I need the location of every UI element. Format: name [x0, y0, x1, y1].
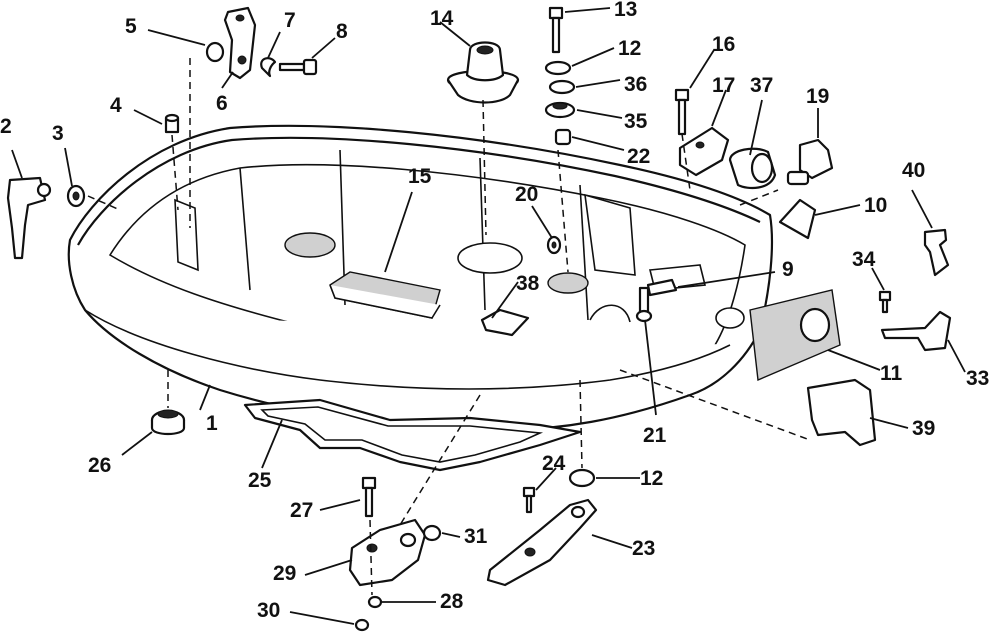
- bracket-23: [486, 498, 598, 587]
- lever-2: [6, 176, 52, 260]
- callout-28: 28: [440, 590, 464, 613]
- engine-mount: [446, 41, 520, 104]
- fitting-19: [786, 138, 834, 186]
- callout-12-bottom: 12: [640, 467, 663, 490]
- callout-1: 1: [206, 412, 218, 435]
- callout-23: 23: [632, 537, 655, 560]
- callout-25: 25: [248, 469, 272, 492]
- screw-21: [635, 286, 653, 323]
- washer-12-bottom: [568, 468, 596, 488]
- foam-pad: [329, 271, 441, 319]
- bolt-13: [548, 6, 564, 54]
- nut-31: [422, 524, 442, 542]
- callout-19: 19: [806, 85, 829, 108]
- callout-33: 33: [966, 367, 989, 390]
- callout-9: 9: [782, 258, 794, 281]
- callout-21: 21: [643, 424, 667, 447]
- clip-7: [260, 57, 277, 78]
- callout-15: 15: [408, 165, 432, 188]
- callout-8: 8: [336, 20, 348, 43]
- callout-37: 37: [750, 74, 773, 97]
- callout-5: 5: [125, 15, 137, 38]
- screw-16: [674, 88, 690, 136]
- fitting-9: [646, 278, 678, 297]
- callout-20: 20: [515, 183, 538, 206]
- callout-35: 35: [624, 110, 648, 133]
- washer-5: [205, 41, 225, 63]
- callout-3: 3: [52, 122, 64, 145]
- callout-27: 27: [290, 499, 313, 522]
- lower-cowl: [67, 124, 774, 432]
- screw-27: [361, 476, 377, 518]
- callout-34: 34: [852, 248, 876, 271]
- screw-24: [522, 486, 536, 514]
- screw-8: [278, 58, 318, 76]
- washer-12-top: [544, 60, 572, 76]
- callout-36: 36: [624, 73, 647, 96]
- callouts: 1 2 3 4 5 6 7 8 9 10 11 12 12 13 14 15 1…: [0, 0, 989, 622]
- bracket-17: [678, 126, 730, 177]
- callout-2: 2: [0, 115, 12, 138]
- clip-10: [778, 198, 817, 240]
- fitting-4: [164, 113, 180, 134]
- callout-29: 29: [273, 562, 296, 585]
- alignment-lines: [87, 58, 811, 596]
- plate-11: [749, 289, 841, 382]
- callout-10: 10: [864, 194, 887, 217]
- screw-34: [878, 290, 892, 314]
- callout-7: 7: [284, 9, 296, 32]
- grommet-35: [544, 101, 576, 119]
- grommet-20: [546, 235, 562, 255]
- cover-39: [806, 378, 877, 447]
- grommet: [150, 409, 186, 436]
- callout-17: 17: [712, 74, 735, 97]
- bracket-29: [348, 518, 427, 587]
- washer-28: [367, 595, 383, 609]
- callout-22: 22: [627, 145, 650, 168]
- callout-40: 40: [902, 159, 925, 182]
- bracket-33: [880, 310, 952, 352]
- sleeve-22: [554, 128, 572, 146]
- callout-30: 30: [257, 599, 280, 622]
- callout-16: 16: [712, 33, 735, 56]
- callout-39: 39: [912, 417, 935, 440]
- callout-24: 24: [542, 452, 566, 475]
- callout-11: 11: [880, 362, 903, 385]
- bracket-40: [923, 228, 950, 277]
- callout-4: 4: [110, 94, 122, 117]
- callout-12-top: 12: [618, 37, 641, 60]
- bumper-37: [728, 147, 777, 190]
- gasket: [243, 398, 582, 472]
- callout-6: 6: [216, 92, 228, 115]
- latch-6: [223, 6, 257, 80]
- callout-26: 26: [88, 454, 111, 477]
- callout-13: 13: [614, 0, 637, 21]
- screw-30: [354, 618, 370, 632]
- callout-38: 38: [516, 272, 540, 295]
- callout-14: 14: [430, 7, 454, 30]
- leader-lines: [11, 7, 966, 625]
- washer-3: [66, 184, 86, 208]
- callout-31: 31: [464, 525, 488, 548]
- washer-36: [548, 79, 576, 95]
